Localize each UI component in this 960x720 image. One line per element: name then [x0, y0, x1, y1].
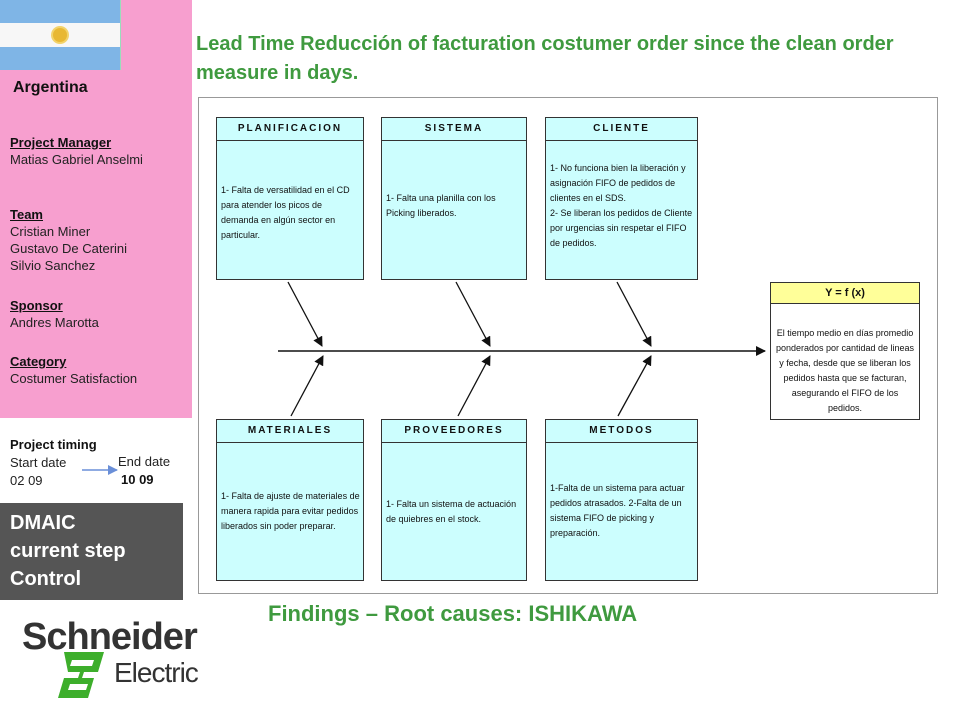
- cause-text: 1- Falta una planilla con los Picking li…: [386, 193, 496, 218]
- category-block: Category Costumer Satisfaction: [10, 353, 137, 387]
- cause-header: CLIENTE: [546, 118, 697, 141]
- effect-box: Y = f (x) El tiempo medio en días promed…: [770, 282, 920, 420]
- start-date-label: Start date: [10, 455, 67, 470]
- project-manager-heading: Project Manager: [10, 135, 112, 150]
- sponsor-name: Andres Marotta: [10, 315, 99, 330]
- cause-box-cliente: CLIENTE 1- No funciona bien la liberació…: [545, 117, 698, 280]
- project-manager-name: Matias Gabriel Anselmi: [10, 152, 143, 167]
- schneider-electric-mark-icon: [58, 652, 104, 698]
- sidebar: Argentina Project Manager Matias Gabriel…: [0, 0, 192, 418]
- findings-caption: Findings – Root causes: ISHIKAWA: [268, 601, 638, 626]
- project-timing: Project timing Start date 02 09: [10, 436, 97, 490]
- project-manager-block: Project Manager Matias Gabriel Anselmi: [10, 134, 143, 168]
- team-block: Team Cristian Miner Gustavo De Caterini …: [10, 206, 127, 274]
- cause-header: SISTEMA: [382, 118, 526, 141]
- country-label: Argentina: [13, 79, 88, 96]
- cause-text: 1- Falta un sistema de actuación de quie…: [386, 499, 517, 524]
- category-heading: Category: [10, 354, 67, 369]
- end-date-label: End date: [118, 454, 171, 469]
- start-date-value: 02 09: [10, 473, 43, 488]
- ishikawa-diagram-frame: [198, 97, 938, 594]
- dmaic-line: Control: [10, 568, 82, 590]
- argentina-flag-icon: [0, 0, 121, 70]
- logo-brand-text: Schneider: [22, 616, 198, 658]
- cause-text: 1- Falta de ajuste de materiales de mane…: [221, 491, 360, 531]
- cause-box-sistema: SISTEMA 1- Falta una planilla con los Pi…: [381, 117, 527, 280]
- dmaic-line: current step: [10, 540, 126, 562]
- cause-text: 1- No funciona bien la liberación y asig…: [550, 163, 693, 248]
- schneider-electric-logo: Schneider Electric: [22, 616, 222, 706]
- dmaic-line: DMAIC: [10, 512, 76, 534]
- cause-header: PLANIFICACION: [217, 118, 363, 141]
- page-title: Lead Time Reducción of facturation costu…: [196, 33, 894, 84]
- category-name: Costumer Satisfaction: [10, 371, 138, 386]
- team-heading: Team: [10, 207, 43, 222]
- logo-sub-text: Electric: [114, 657, 199, 688]
- cause-header: PROVEEDORES: [382, 420, 526, 443]
- dmaic-current-step: DMAIC current step Control: [0, 503, 183, 600]
- end-date: End date 10 09: [118, 453, 170, 489]
- cause-box-materiales: MATERIALES 1- Falta de ajuste de materia…: [216, 419, 364, 581]
- cause-text: 1- Falta de versatilidad en el CD para a…: [221, 185, 350, 240]
- project-timing-heading: Project timing: [10, 437, 97, 452]
- effect-text: El tiempo medio en días promedio pondera…: [775, 328, 915, 413]
- team-member: Gustavo De Caterini: [10, 241, 128, 256]
- cause-header: METODOS: [546, 420, 697, 443]
- cause-header: MATERIALES: [217, 420, 363, 443]
- sponsor-heading: Sponsor: [10, 298, 63, 313]
- end-date-value: 10 09: [121, 472, 154, 487]
- effect-header: Y = f (x): [771, 283, 919, 304]
- cause-box-planificacion: PLANIFICACION 1- Falta de versatilidad e…: [216, 117, 364, 280]
- cause-box-proveedores: PROVEEDORES 1- Falta un sistema de actua…: [381, 419, 527, 581]
- team-member: Silvio Sanchez: [10, 258, 96, 273]
- team-member: Cristian Miner: [10, 224, 91, 239]
- cause-text: 1-Falta de un sistema para actuar pedido…: [550, 483, 685, 538]
- cause-box-metodos: METODOS 1-Falta de un sistema para actua…: [545, 419, 698, 581]
- sponsor-block: Sponsor Andres Marotta: [10, 297, 99, 331]
